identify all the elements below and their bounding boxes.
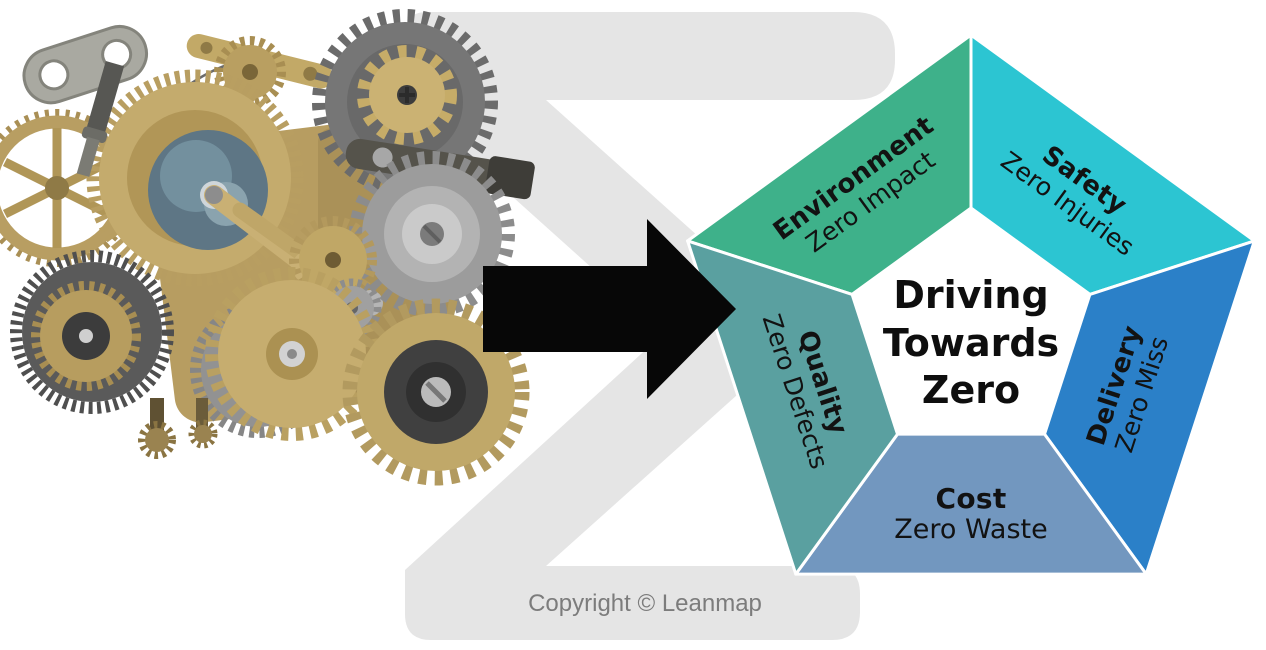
segment-cost-label: Cost Zero Waste [894, 481, 1048, 545]
gear-feet [138, 398, 218, 459]
pentagon-diagram [686, 33, 1256, 576]
center-title-line: Towards [882, 320, 1060, 365]
gear-icon [289, 216, 377, 304]
winding-key [22, 25, 148, 177]
gears-illustration [0, 9, 535, 486]
gear-icon [342, 298, 530, 486]
process-arrow [483, 219, 736, 399]
copyright-text: Copyright © Leanmap [528, 590, 762, 617]
segment-quality-shape [686, 239, 899, 576]
center-title-line: Driving [893, 272, 1049, 317]
segment-subtitle: Zero Waste [894, 513, 1048, 545]
gear-icon [349, 151, 515, 317]
center-title-line: Zero [921, 367, 1021, 412]
pentagon-center-title: Driving Towards Zero [883, 272, 1059, 415]
segment-title: Cost [935, 481, 1007, 515]
gear-icon [10, 250, 174, 414]
